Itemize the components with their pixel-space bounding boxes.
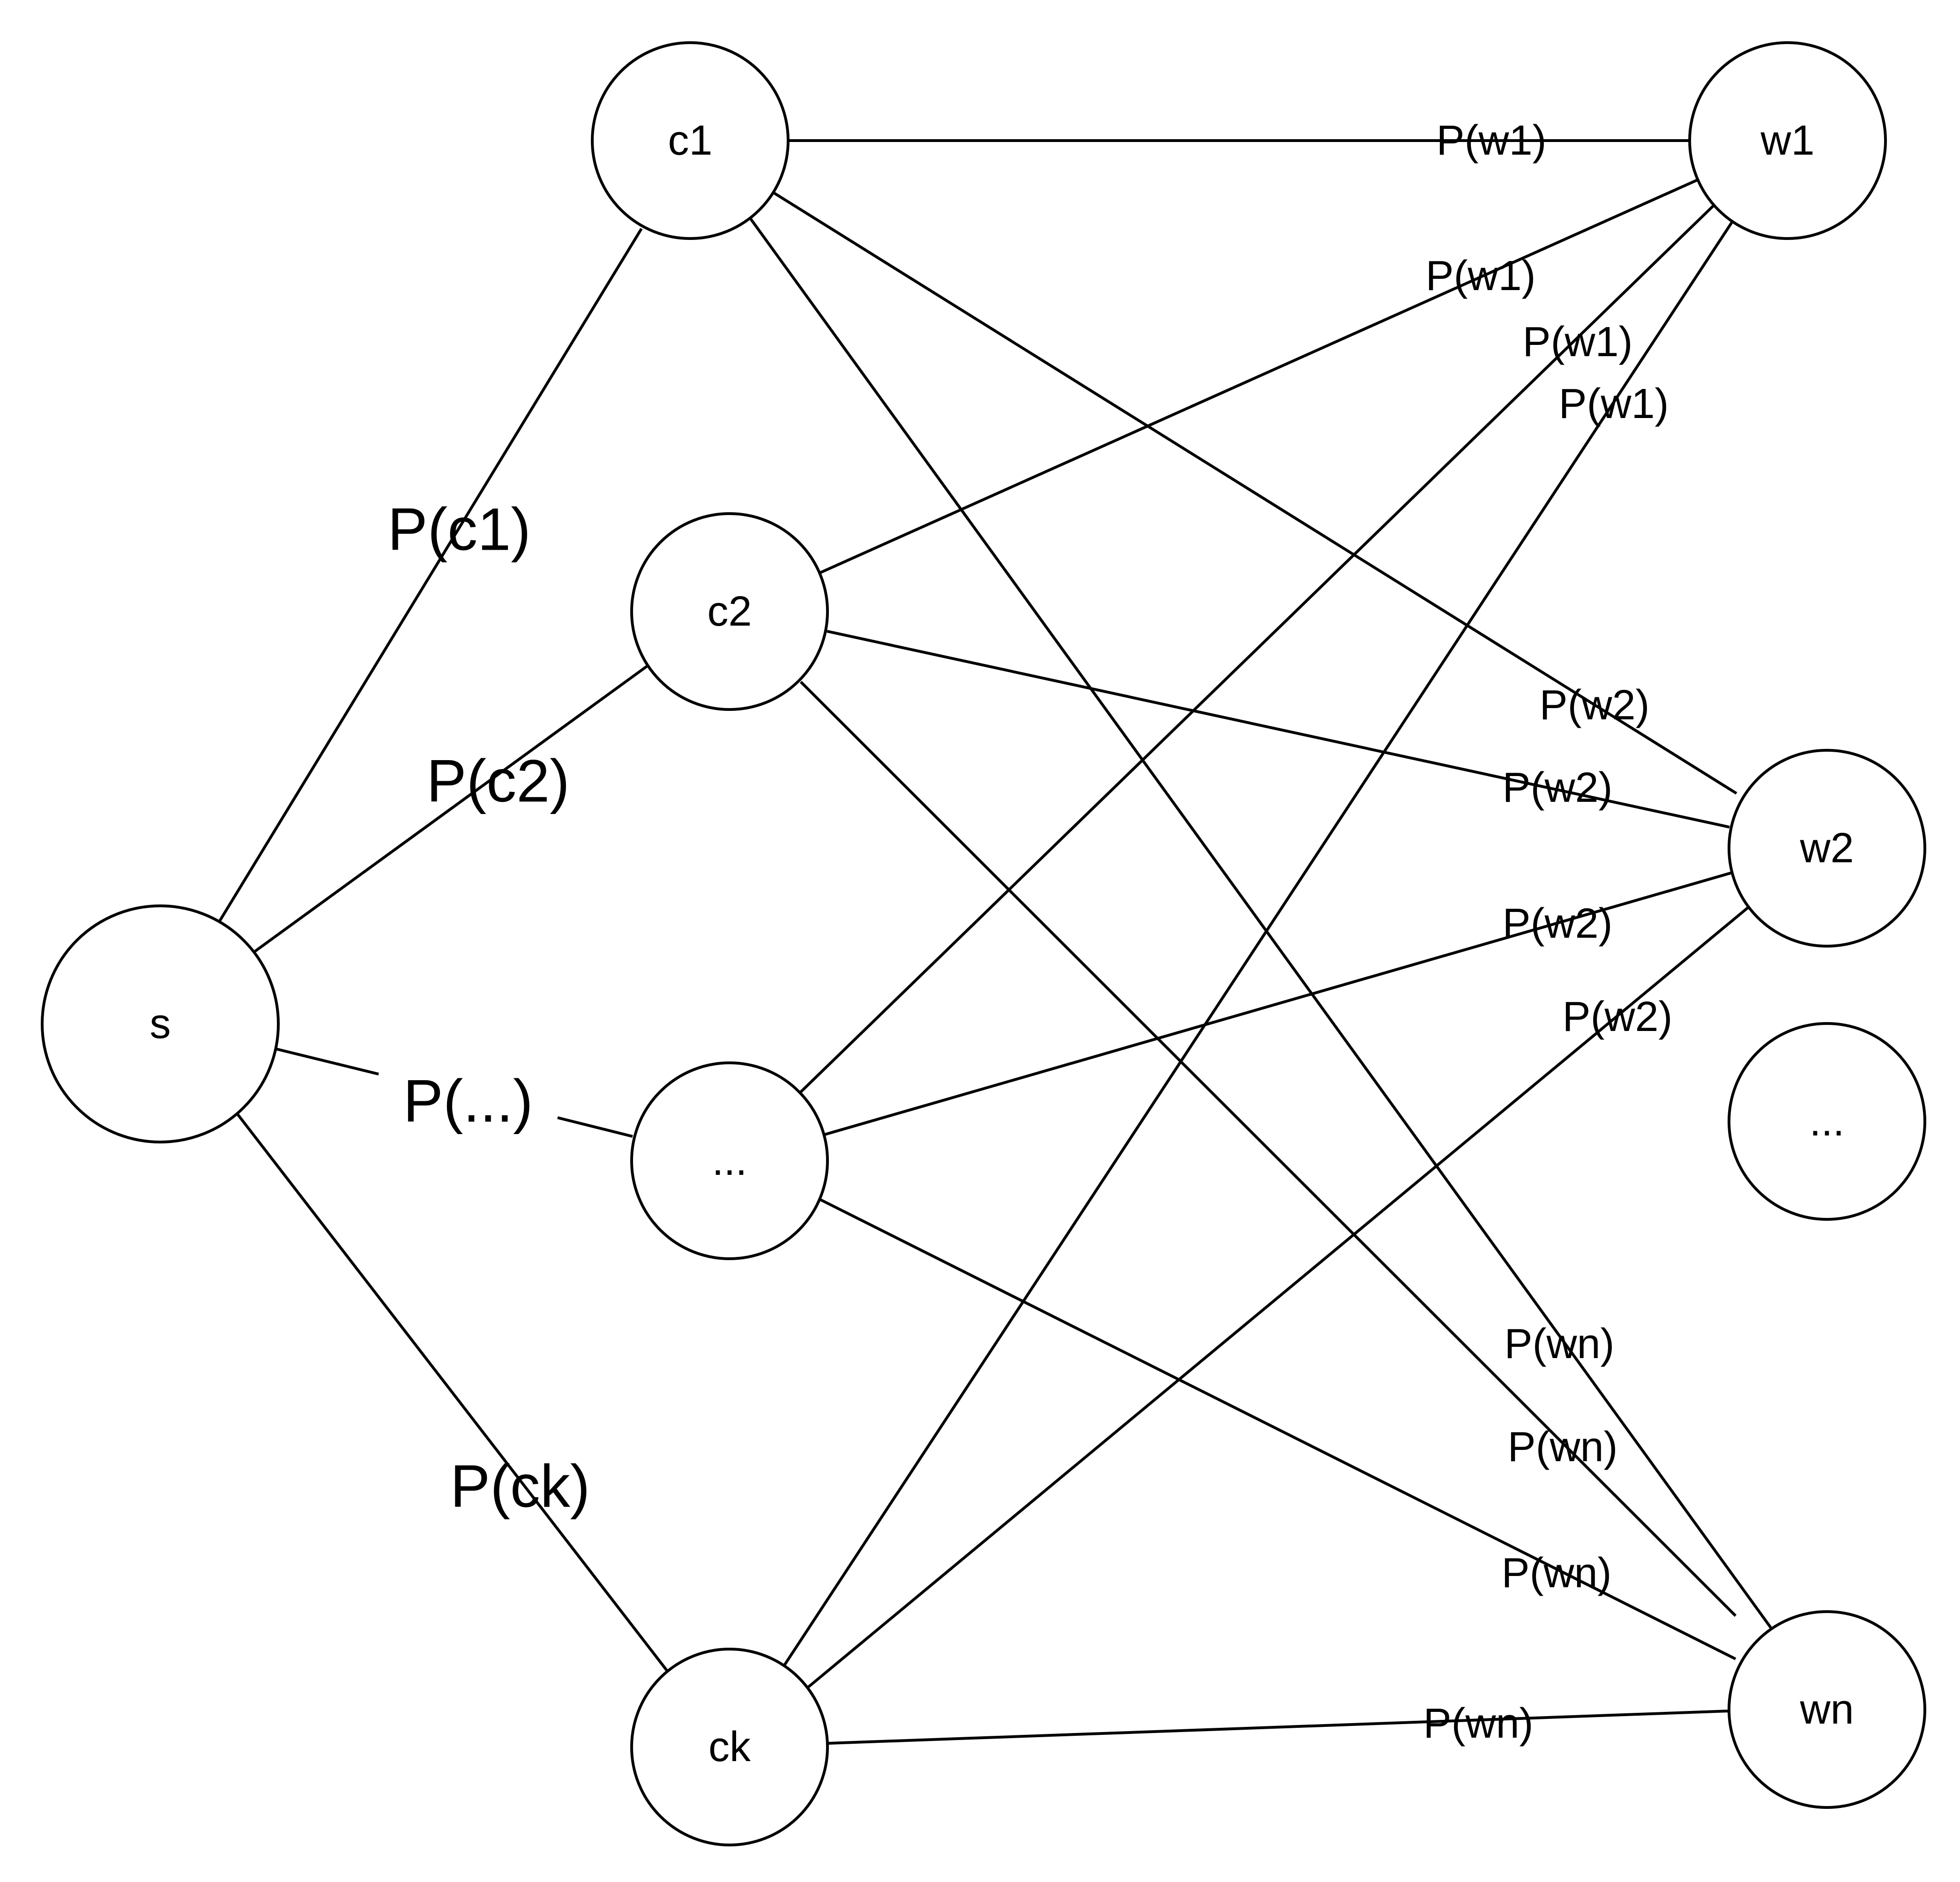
label-w1-d: P(w1) — [1558, 381, 1669, 427]
edge-c2-w1 — [817, 178, 1700, 575]
edge-s-ck — [235, 1112, 669, 1673]
label-w2-c: P(w2) — [1502, 900, 1612, 947]
node-label-w-more: ... — [1809, 1098, 1844, 1145]
edge-cmore-w1 — [799, 200, 1719, 1094]
node-c-more: ... — [630, 1061, 829, 1260]
edge-s-c1 — [218, 228, 643, 922]
edge-cmore-w2 — [824, 871, 1733, 1136]
edges-c-to-w — [747, 139, 1772, 1745]
label-w2-d: P(w2) — [1562, 993, 1672, 1040]
node-label-c-more: ... — [712, 1137, 747, 1184]
edge-cmore-wn — [817, 1197, 1736, 1660]
s-edge-labels: P(c1) P(c2) P(...) P(ck) — [388, 496, 590, 1520]
node-label-ck: ck — [708, 1724, 751, 1770]
node-label-s: s — [150, 1001, 171, 1047]
node-label-c2: c2 — [707, 588, 752, 635]
node-wn: wn — [1728, 1610, 1926, 1809]
label-s-ck: P(ck) — [450, 1453, 590, 1520]
edge-c1-wn — [747, 215, 1772, 1628]
node-c2: c2 — [630, 512, 829, 711]
node-ck: ck — [630, 1648, 829, 1846]
label-wn-d: P(wn) — [1423, 1700, 1533, 1747]
label-w2-b: P(w2) — [1502, 764, 1612, 811]
edge-ck-w1 — [781, 219, 1735, 1670]
label-w1-c: P(w1) — [1522, 319, 1632, 366]
node-s: s — [41, 904, 280, 1143]
edge-c1-w2 — [772, 191, 1737, 795]
node-label-w1: w1 — [1760, 117, 1814, 164]
node-w2: w2 — [1728, 749, 1926, 948]
label-s-c1: P(c1) — [388, 496, 531, 563]
node-w1: w1 — [1688, 41, 1887, 240]
node-label-c1: c1 — [668, 117, 712, 164]
edge-s-c2 — [252, 664, 649, 954]
node-w-more: ... — [1728, 1022, 1926, 1221]
node-c1: c1 — [591, 41, 790, 240]
label-s-cmore: P(...) — [403, 1068, 533, 1135]
label-wn-c: P(wn) — [1501, 1550, 1611, 1597]
edge-ck-w2 — [805, 902, 1754, 1691]
label-wn-b: P(wn) — [1507, 1424, 1617, 1471]
edge-c2-w2 — [827, 630, 1730, 829]
w-edge-labels: P(w1) P(w1) P(w1) P(w1) P(w2) P(w2) P(w2… — [1423, 117, 1672, 1747]
edges-s-to-c — [218, 228, 669, 1673]
node-label-wn: wn — [1799, 1686, 1854, 1733]
label-s-c2: P(c2) — [426, 748, 570, 815]
edge-c2-wn — [799, 680, 1737, 1617]
label-wn-a: P(wn) — [1504, 1321, 1614, 1367]
label-w1-b: P(w1) — [1425, 253, 1535, 299]
label-w1-a: P(w1) — [1436, 117, 1546, 164]
edge-ck-wn — [828, 1710, 1730, 1745]
label-w2-a: P(w2) — [1539, 682, 1649, 729]
edge-s-cmore-part1 — [275, 1047, 379, 1075]
edge-s-cmore-part2 — [557, 1116, 633, 1138]
node-label-w2: w2 — [1799, 825, 1854, 872]
